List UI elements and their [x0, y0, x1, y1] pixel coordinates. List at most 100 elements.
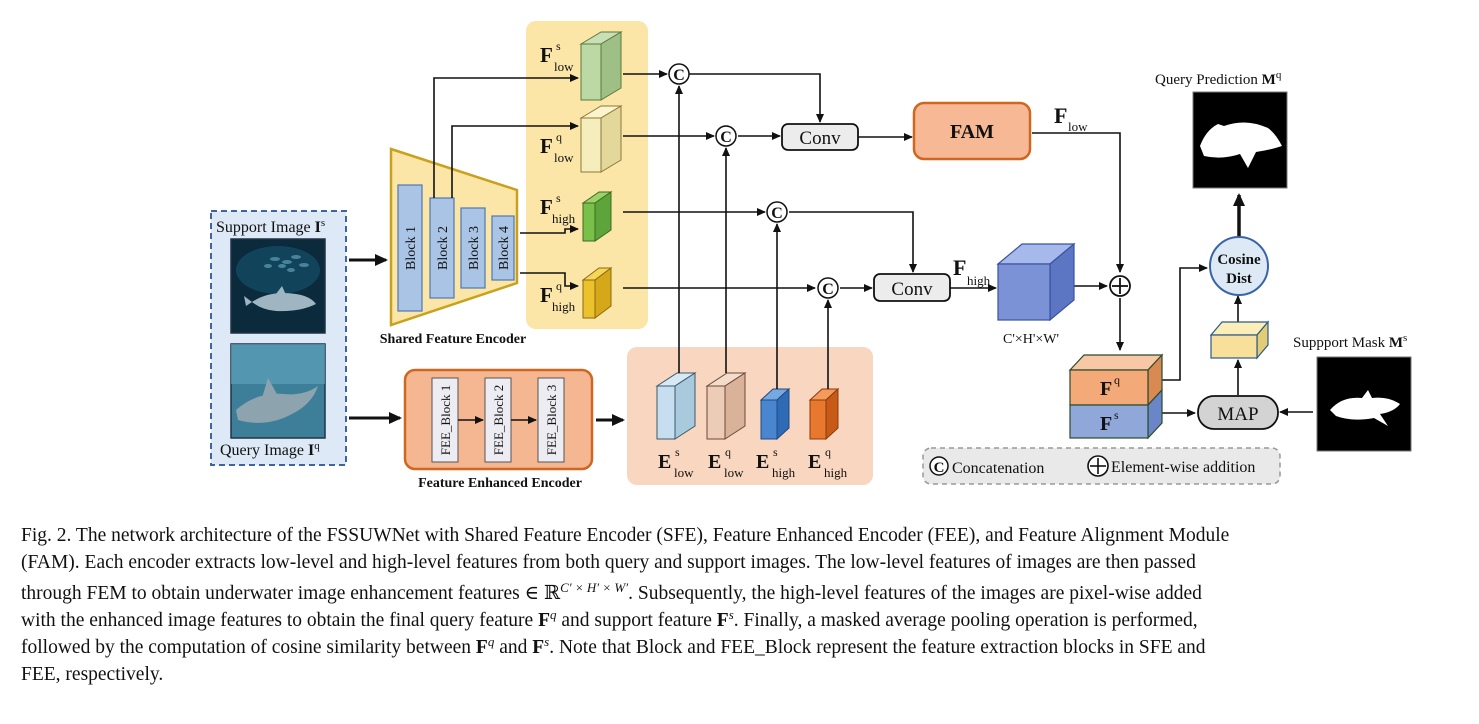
feature-e-high-support	[759, 387, 791, 441]
label-f-high-s-sub: high	[552, 211, 576, 226]
conv-low-box: Conv	[781, 123, 859, 151]
f-high-output-sub: high	[967, 273, 991, 288]
fee-label: Feature Enhanced Encoder	[418, 476, 582, 491]
label-f-high-s-sup: s	[556, 191, 561, 205]
fee-block-2: FEE_Block 2	[484, 377, 512, 463]
fam-box: FAM	[912, 101, 1032, 161]
map-node: MAP	[1197, 395, 1279, 430]
label-e-low-q-sup: q	[725, 445, 731, 459]
svg-text:Block 2: Block 2	[436, 226, 451, 270]
label-e-low-q: E	[708, 451, 721, 473]
feature-e-low-query	[705, 372, 747, 440]
svg-text:Block 1: Block 1	[404, 226, 419, 270]
element-wise-add-node	[1109, 275, 1131, 297]
concat-node-3: C	[766, 201, 788, 223]
fee-block-3: FEE_Block 3	[537, 377, 565, 463]
f-low-output-label: F	[1054, 103, 1067, 128]
label-e-low-q-sub: low	[724, 465, 744, 480]
label-e-high-s-sub: high	[772, 465, 796, 480]
label-e-high-q-sub: high	[824, 465, 848, 480]
feature-e-high-query	[808, 387, 840, 441]
caption-line-1: Fig. 2. The network architecture of the …	[21, 525, 1230, 546]
svg-text:Dist: Dist	[1226, 271, 1252, 287]
feature-f-high-query	[581, 267, 613, 319]
input-images-panel: Support Image Is Query Image Iq	[210, 210, 347, 466]
sfe-features-panel	[526, 21, 648, 329]
svg-text:F: F	[1100, 413, 1112, 435]
figure-caption: Fig. 2. The network architecture of the …	[21, 522, 1479, 688]
support-mask-label: Suppport Mask Ms	[1293, 332, 1407, 351]
label-e-low-s-sub: low	[674, 465, 694, 480]
svg-text:C: C	[934, 460, 945, 476]
svg-text:Conv: Conv	[799, 128, 841, 149]
feature-f-low-support	[579, 31, 623, 101]
shared-feature-encoder: Block 1 Block 2 Block 3 Block 4 Shared F…	[380, 147, 526, 347]
feature-e-low-support	[655, 372, 697, 440]
f-low-output-sub: low	[1068, 119, 1088, 134]
shared-encoder-label: Shared Feature Encoder	[380, 332, 526, 347]
caption-line-3: through FEM to obtain underwater image e…	[21, 580, 1202, 604]
query-prediction-label: Query Prediction Mq	[1155, 69, 1282, 88]
feature-enhanced-encoder: FEE_Block 1 FEE_Block 2 FEE_Block 3 Feat…	[403, 368, 594, 491]
legend-concat-label: Concatenation	[952, 460, 1044, 477]
label-f-low-s-sub: low	[554, 59, 574, 74]
caption-line-2: (FAM). Each encoder extracts low-level a…	[21, 552, 1196, 573]
label-f-low-q-sub: low	[554, 150, 574, 165]
label-f-high-s: F	[540, 195, 553, 219]
add-legend-icon	[1087, 455, 1109, 477]
cube-dims-label: C'×H'×W'	[1003, 332, 1059, 347]
svg-text:q: q	[1114, 373, 1120, 387]
caption-line-5: followed by the computation of cosine si…	[21, 634, 1206, 658]
fs-block: F s	[1069, 388, 1163, 440]
feature-f-low-query	[579, 105, 623, 173]
legend: C Concatenation Element-wise addition	[922, 447, 1281, 485]
query-prediction-mask	[1192, 91, 1288, 189]
svg-text:FAM: FAM	[950, 121, 994, 143]
label-f-low-s: F	[540, 43, 553, 67]
fused-feature-cube	[996, 242, 1076, 322]
label-e-low-s-sup: s	[675, 445, 680, 459]
svg-text:Block 4: Block 4	[497, 226, 512, 270]
label-e-high-s: E	[756, 451, 769, 473]
fq-block: F q	[1068, 353, 1164, 407]
query-image	[230, 343, 326, 439]
label-f-low-q: F	[540, 134, 553, 158]
query-image-label: Query Image Iq	[220, 440, 320, 459]
svg-text:FEE_Block 2: FEE_Block 2	[491, 385, 506, 455]
fee-block-1: FEE_Block 1	[431, 377, 459, 463]
concat-node-2: C	[715, 125, 737, 147]
routing-lines	[623, 70, 1313, 417]
caption-line-6: FEE, respectively.	[21, 664, 164, 685]
label-f-high-q-sub: high	[552, 299, 576, 314]
svg-text:MAP: MAP	[1217, 404, 1258, 425]
svg-text:F: F	[1100, 378, 1112, 400]
label-f-low-s-sup: s	[556, 39, 561, 53]
label-f-high-q: F	[540, 283, 553, 307]
svg-text:C: C	[673, 67, 685, 84]
svg-text:FEE_Block 1: FEE_Block 1	[438, 385, 453, 455]
label-f-low-q-sup: q	[556, 130, 562, 144]
label-e-high-q: E	[808, 451, 821, 473]
label-e-low-s: E	[658, 451, 671, 473]
support-image-label: Support Image Is	[216, 217, 325, 236]
svg-text:Cosine: Cosine	[1217, 252, 1261, 268]
concat-legend-icon: C	[929, 456, 949, 476]
f-high-output-label: F	[953, 255, 966, 280]
label-e-high-s-sup: s	[773, 445, 778, 459]
svg-text:FEE_Block 3: FEE_Block 3	[544, 385, 559, 455]
prototype-cube	[1209, 320, 1270, 360]
support-image	[230, 238, 326, 334]
feature-f-high-support	[581, 191, 613, 242]
encoder-output-arrows	[433, 74, 579, 290]
svg-text:C: C	[771, 205, 783, 222]
label-e-high-q-sup: q	[825, 445, 831, 459]
svg-text:C: C	[720, 129, 732, 146]
architecture-diagram: Support Image Is Query Image Iq	[210, 21, 1412, 491]
encoder-block-1: Block 1	[397, 184, 423, 312]
encoder-block-2: Block 2	[429, 197, 455, 299]
encoder-block-4: Block 4	[491, 215, 515, 281]
cosine-dist-node: Cosine Dist	[1209, 236, 1269, 296]
conv-high-box: Conv	[873, 273, 951, 302]
svg-text:C: C	[822, 281, 834, 298]
encoder-block-3: Block 3	[460, 207, 486, 289]
